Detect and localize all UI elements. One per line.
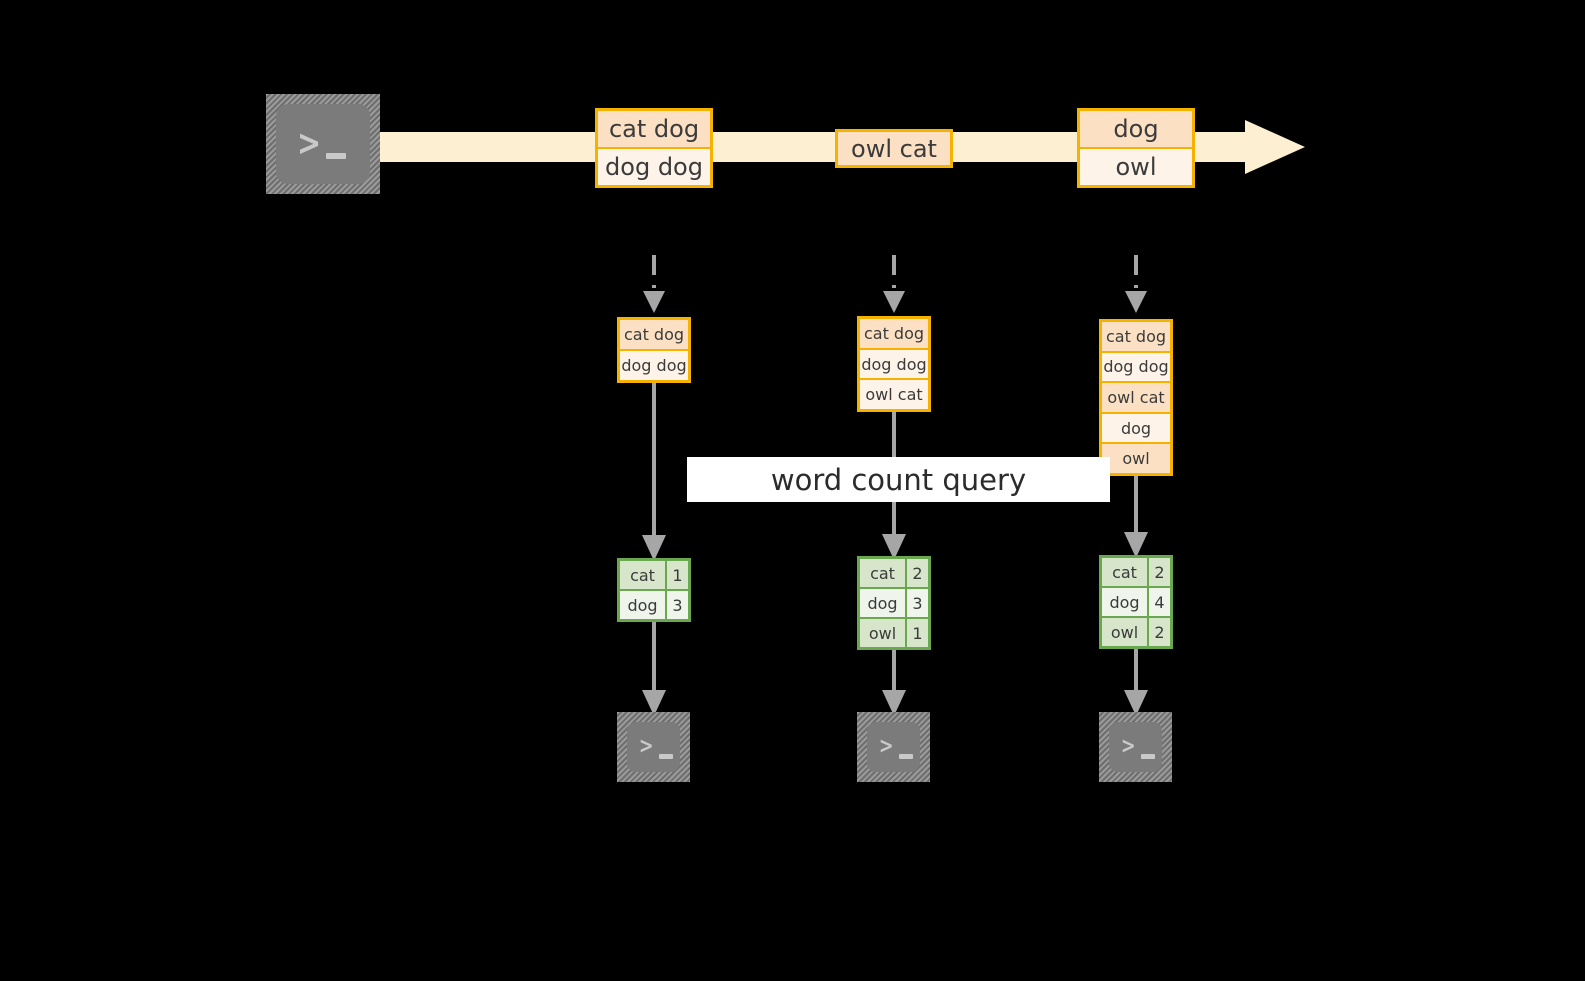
result-table-2-row-1-count: 2	[905, 559, 928, 587]
result-table-3-row-3: owl 2	[1102, 616, 1170, 646]
result-table-2-row-3-count: 1	[905, 619, 928, 647]
connector-stream-to-log-1	[643, 255, 665, 313]
terminal-cursor-glyph	[326, 153, 346, 159]
log-table-1: cat dog dog dog	[617, 317, 691, 383]
result-table-3-row-1-count: 2	[1147, 558, 1170, 586]
terminal-prompt-glyph: >	[1120, 734, 1136, 759]
log-table-2-row-2: dog dog	[860, 347, 928, 379]
stream-event-1: cat dog dog dog	[595, 108, 713, 188]
log-table-3-row-4: dog	[1102, 411, 1170, 443]
result-table-1-row-2: dog 3	[620, 589, 688, 619]
result-table-1: cat 1 dog 3	[617, 558, 691, 622]
log-table-2: cat dog dog dog owl cat	[857, 316, 931, 412]
log-table-2-row-1: cat dog	[860, 319, 928, 348]
stream-event-3: dog owl	[1077, 108, 1195, 188]
sink-terminal-2: >	[857, 712, 930, 782]
log-table-3-row-2: dog dog	[1102, 350, 1170, 382]
sink-terminal-1: >	[617, 712, 690, 782]
result-table-2-row-2-word: dog	[867, 593, 898, 613]
result-table-2-row-3-word: owl	[868, 623, 897, 643]
connector-stream-to-log-2	[883, 255, 905, 313]
log-table-1-row-2: dog dog	[620, 349, 688, 380]
result-table-3-row-3-count: 2	[1147, 618, 1170, 646]
stream-event-3-line-1: dog	[1080, 111, 1192, 147]
result-table-2-row-2: dog 3	[860, 587, 928, 617]
result-table-3-row-2-word: dog	[1109, 592, 1140, 612]
result-table-3-row-3-word: owl	[1110, 622, 1139, 642]
result-table-3-row-1: cat 2	[1102, 558, 1170, 586]
result-table-1-row-1: cat 1	[620, 561, 688, 589]
result-table-2-row-1-word: cat	[870, 563, 895, 583]
log-table-3-row-3: owl cat	[1102, 381, 1170, 412]
connector-log-to-result-3	[1124, 476, 1148, 558]
log-table-3-row-1: cat dog	[1102, 322, 1170, 351]
source-terminal-icon: >	[266, 94, 380, 194]
terminal-prompt-glyph: >	[638, 734, 654, 759]
log-table-2-row-3: owl cat	[860, 378, 928, 410]
sink-terminal-3: >	[1099, 712, 1172, 782]
result-table-2-row-3: owl 1	[860, 617, 928, 647]
result-table-1-row-2-count: 3	[665, 591, 688, 619]
result-table-1-row-2-word: dog	[627, 595, 658, 615]
result-table-3-row-2: dog 4	[1102, 586, 1170, 616]
log-table-3-row-5: owl	[1102, 442, 1170, 473]
result-table-2-row-1: cat 2	[860, 559, 928, 587]
terminal-prompt-glyph: >	[297, 123, 322, 164]
stream-event-1-line-1: cat dog	[598, 111, 710, 147]
terminal-cursor-glyph	[1141, 754, 1155, 759]
result-table-2: cat 2 dog 3 owl 1	[857, 556, 931, 650]
result-table-3-row-2-count: 4	[1147, 588, 1170, 616]
connector-stream-to-log-3	[1125, 255, 1147, 313]
connector-result-to-sink-1	[642, 622, 666, 716]
log-table-1-row-1: cat dog	[620, 320, 688, 349]
query-banner-label: word count query	[770, 462, 1027, 497]
result-table-3-row-1-word: cat	[1112, 562, 1137, 582]
terminal-cursor-glyph	[899, 754, 913, 759]
stream-event-2: owl cat	[835, 129, 953, 168]
result-table-1-row-1-count: 1	[665, 561, 688, 589]
connector-result-to-sink-3	[1124, 649, 1148, 716]
result-table-1-row-1-word: cat	[630, 565, 655, 585]
result-table-2-row-2-count: 3	[905, 589, 928, 617]
connector-result-to-sink-2	[882, 650, 906, 716]
terminal-prompt-glyph: >	[878, 734, 894, 759]
log-table-3: cat dog dog dog owl cat dog owl	[1099, 319, 1173, 476]
stream-event-1-line-2: dog dog	[598, 147, 710, 185]
stream-event-2-line-1: owl cat	[838, 132, 950, 165]
stream-event-3-line-2: owl	[1080, 147, 1192, 185]
connector-log-to-result-1	[642, 383, 666, 561]
terminal-cursor-glyph	[659, 754, 673, 759]
query-banner: word count query	[687, 457, 1110, 502]
result-table-3: cat 2 dog 4 owl 2	[1099, 555, 1173, 649]
